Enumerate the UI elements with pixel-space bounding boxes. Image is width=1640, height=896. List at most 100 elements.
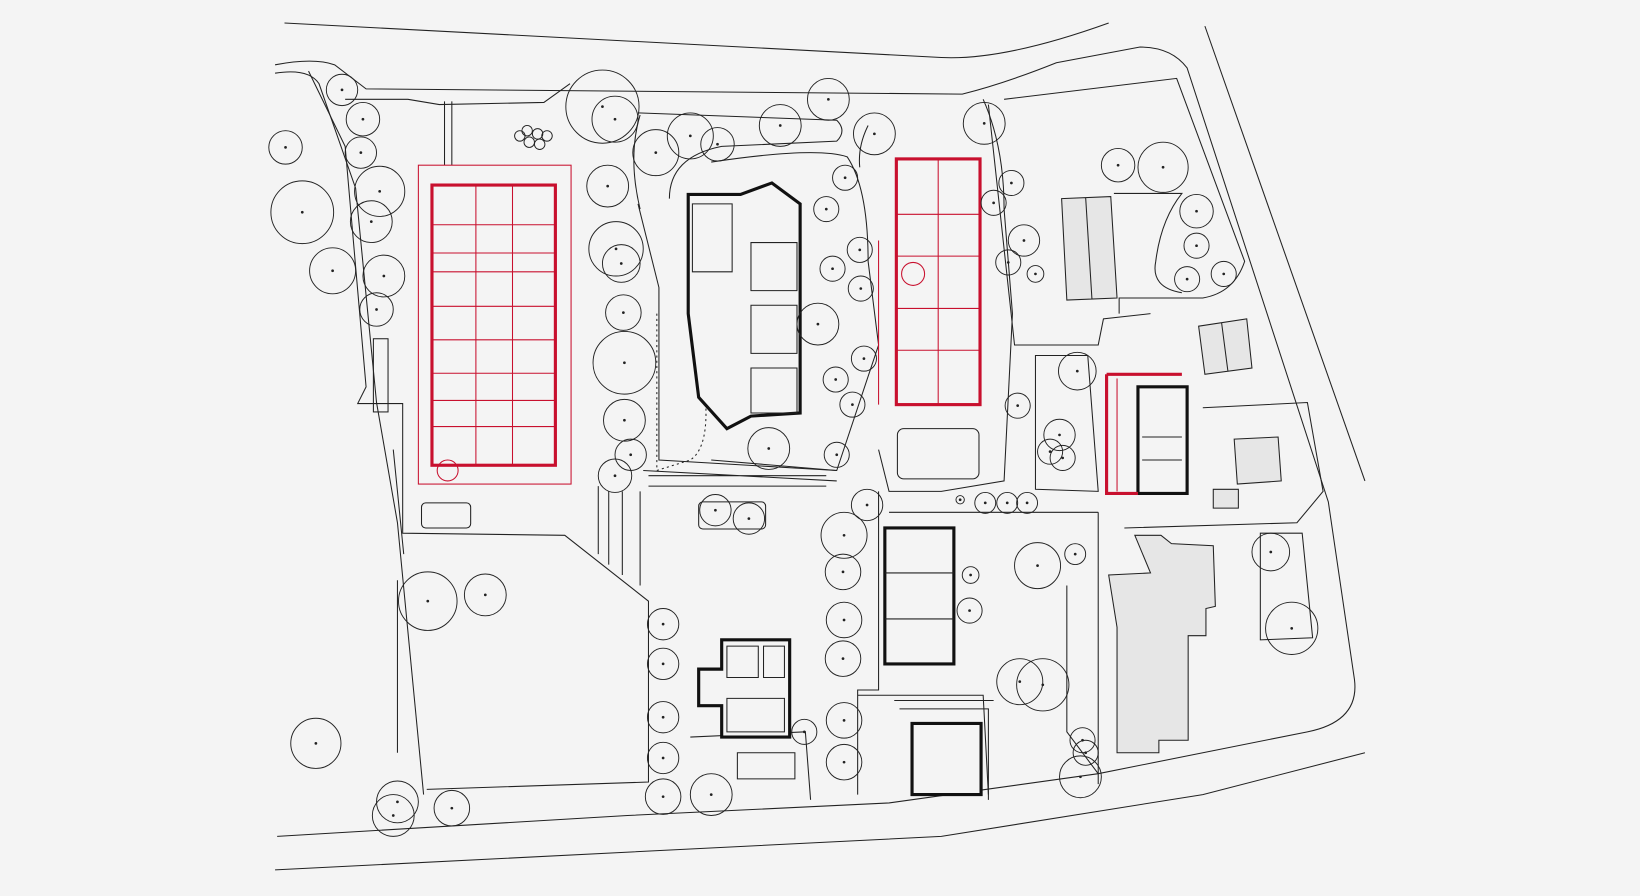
tree-canopy	[852, 112, 896, 156]
tree-trunk	[827, 97, 830, 101]
tree-trunk	[851, 403, 854, 406]
tree-trunk	[1006, 261, 1010, 264]
tree-canopy	[819, 255, 846, 282]
tree-trunk	[1048, 450, 1052, 454]
tree-canopy	[1174, 266, 1201, 293]
shrub	[531, 128, 544, 140]
shrub	[521, 124, 533, 137]
tree-canopy	[758, 104, 802, 147]
tree-canopy	[825, 601, 863, 639]
tree-trunk	[1061, 456, 1065, 460]
tree-trunk	[378, 189, 382, 193]
tree-trunk	[606, 184, 610, 188]
tree-canopy	[747, 427, 791, 470]
highlighted-red-buildings	[417, 157, 1182, 496]
tree-canopy	[597, 458, 633, 493]
shrub	[541, 130, 553, 142]
shrub	[523, 136, 535, 148]
tree-canopy	[1037, 438, 1064, 465]
tree-canopy	[996, 491, 1019, 514]
tree-trunk	[992, 201, 995, 205]
tree-canopy	[463, 573, 507, 617]
tree-trunk	[661, 715, 665, 719]
tree-trunk	[361, 117, 365, 121]
tree-canopy	[822, 366, 849, 393]
tree-canopy	[376, 780, 419, 824]
tree-canopy	[824, 553, 862, 591]
tree-canopy	[1043, 418, 1076, 452]
tree-canopy	[732, 502, 766, 535]
tree-trunk	[1269, 550, 1273, 554]
tree-trunk	[613, 117, 617, 121]
tree-trunk	[426, 599, 430, 603]
tree-canopy	[325, 73, 359, 107]
tree-trunk	[824, 207, 828, 211]
tree-trunk	[375, 308, 378, 311]
tree-trunk	[1290, 626, 1294, 630]
tree-canopy	[591, 95, 639, 143]
tree-canopy	[603, 398, 646, 442]
tree-canopy	[956, 597, 983, 624]
shrub	[533, 138, 546, 150]
tree-canopy	[644, 778, 682, 815]
tree-trunk	[661, 622, 665, 626]
tree-trunk	[619, 262, 623, 265]
tree-canopy	[1179, 193, 1214, 229]
tree-trunk	[1084, 751, 1088, 755]
tree-canopy	[1100, 147, 1136, 183]
tree-trunk	[340, 88, 344, 92]
tree-canopy	[995, 249, 1022, 276]
tree-trunk	[623, 361, 626, 365]
tree-canopy	[601, 244, 641, 283]
tree-trunk	[654, 151, 658, 155]
tree-canopy	[359, 292, 394, 327]
tree-canopy	[592, 330, 657, 395]
tree-canopy	[847, 275, 874, 302]
tree-canopy	[820, 511, 868, 559]
tree-trunk	[661, 795, 665, 799]
tree-canopy	[813, 196, 840, 223]
tree-trunk	[767, 447, 771, 450]
tree-trunk	[968, 609, 971, 612]
tree-trunk	[284, 146, 287, 149]
tree-trunk	[983, 501, 987, 505]
tree-canopy	[1026, 265, 1045, 283]
tree-trunk	[613, 474, 617, 478]
tree-canopy	[1137, 141, 1189, 193]
tree-trunk	[1185, 277, 1189, 281]
tree-canopy	[565, 69, 640, 144]
tree-canopy	[824, 640, 862, 677]
tree-trunk	[1116, 163, 1120, 167]
tree-trunk	[1010, 181, 1013, 185]
tree-trunk	[714, 508, 717, 512]
tree-trunk	[1073, 552, 1077, 556]
tree-canopy	[586, 164, 630, 208]
tree-trunk	[314, 741, 318, 745]
tree-canopy	[955, 495, 965, 505]
tree-trunk	[842, 533, 846, 537]
tree-trunk	[300, 210, 304, 214]
tree-canopy	[1251, 532, 1291, 572]
tree-trunk	[834, 378, 838, 381]
tree-trunk	[716, 142, 719, 146]
tree-trunk	[369, 220, 373, 224]
tree-trunk	[1016, 404, 1020, 408]
tree-canopy	[345, 101, 381, 137]
tree-trunk	[601, 105, 604, 109]
tree-trunk	[969, 573, 972, 577]
tree-trunk	[1079, 775, 1082, 779]
tree-trunk	[450, 806, 454, 810]
tree-trunk	[873, 132, 876, 136]
tree-trunk	[1058, 433, 1061, 437]
tree-canopy	[588, 221, 644, 277]
tree-trunk	[709, 793, 713, 796]
tree-canopy	[268, 130, 303, 165]
tree-canopy	[1057, 351, 1097, 391]
tree-trunk	[802, 730, 806, 734]
tree-trunk	[842, 718, 846, 722]
tree-canopy	[354, 165, 406, 217]
tree-trunk	[859, 287, 863, 290]
tree-trunk	[661, 756, 665, 760]
tree-trunk	[835, 453, 839, 457]
tree-trunk	[623, 418, 626, 422]
